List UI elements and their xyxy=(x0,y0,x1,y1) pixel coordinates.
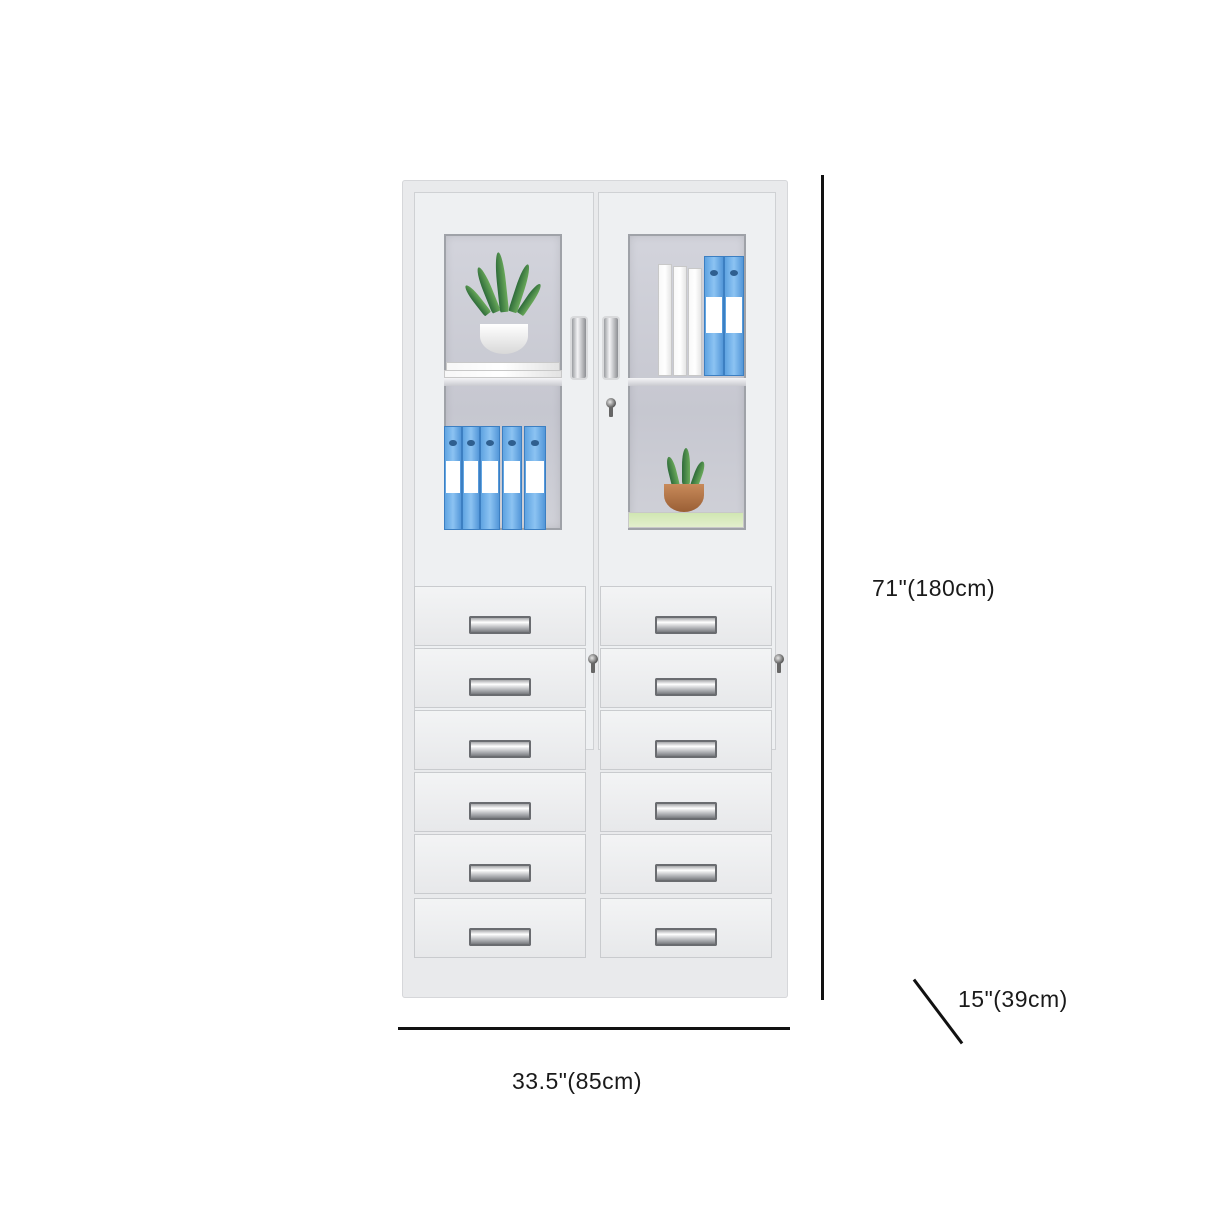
drawer-left-4[interactable] xyxy=(414,772,586,832)
drawer-handle-icon xyxy=(655,864,717,882)
drawer-handle-icon xyxy=(655,802,717,820)
blue-binder xyxy=(524,426,546,530)
drawer-handle-icon xyxy=(469,864,531,882)
drawer-left-1[interactable] xyxy=(414,586,586,646)
drawer-handle-icon xyxy=(469,802,531,820)
stacked-book xyxy=(628,512,744,528)
door-lock-icon xyxy=(606,398,616,417)
blue-binder xyxy=(462,426,480,530)
drawer-lock-icon xyxy=(774,654,784,673)
blue-binder xyxy=(480,426,500,530)
left-door-window xyxy=(444,234,562,530)
left-door-handle[interactable] xyxy=(572,318,586,378)
right-door-handle[interactable] xyxy=(604,318,618,378)
drawer-lock-icon xyxy=(588,654,598,673)
blue-binder xyxy=(444,426,462,530)
drawer-right-3[interactable] xyxy=(600,710,772,770)
white-book xyxy=(673,266,687,376)
drawer-right-4[interactable] xyxy=(600,772,772,832)
blue-binder xyxy=(724,256,744,376)
drawer-left-6[interactable] xyxy=(414,898,586,958)
drawer-handle-icon xyxy=(469,928,531,946)
height-dimension-line xyxy=(821,175,824,1000)
glass-shelf xyxy=(444,378,562,386)
drawer-left-3[interactable] xyxy=(414,710,586,770)
drawer-left-2[interactable] xyxy=(414,648,586,708)
depth-label: 15"(39cm) xyxy=(958,986,1068,1012)
width-dimension-line xyxy=(398,1027,790,1030)
stacked-book xyxy=(446,362,560,372)
white-book xyxy=(688,268,702,376)
white-book xyxy=(658,264,672,376)
right-door-window xyxy=(628,234,746,530)
drawer-left-5[interactable] xyxy=(414,834,586,894)
blue-binder xyxy=(502,426,522,530)
drawer-right-6[interactable] xyxy=(600,898,772,958)
blue-binder xyxy=(704,256,724,376)
drawer-handle-icon xyxy=(469,740,531,758)
stacked-book xyxy=(444,370,562,378)
drawer-handle-icon xyxy=(655,928,717,946)
glass-shelf xyxy=(628,378,746,386)
drawer-handle-icon xyxy=(469,678,531,696)
filing-cabinet xyxy=(402,180,788,998)
width-label: 33.5"(85cm) xyxy=(512,1068,642,1094)
depth-dimension-line xyxy=(912,978,964,1045)
drawer-handle-icon xyxy=(655,740,717,758)
drawer-handle-icon xyxy=(469,616,531,634)
drawer-right-1[interactable] xyxy=(600,586,772,646)
drawer-handle-icon xyxy=(655,616,717,634)
drawer-right-2[interactable] xyxy=(600,648,772,708)
height-label: 71"(180cm) xyxy=(872,575,996,601)
drawer-handle-icon xyxy=(655,678,717,696)
drawer-right-5[interactable] xyxy=(600,834,772,894)
